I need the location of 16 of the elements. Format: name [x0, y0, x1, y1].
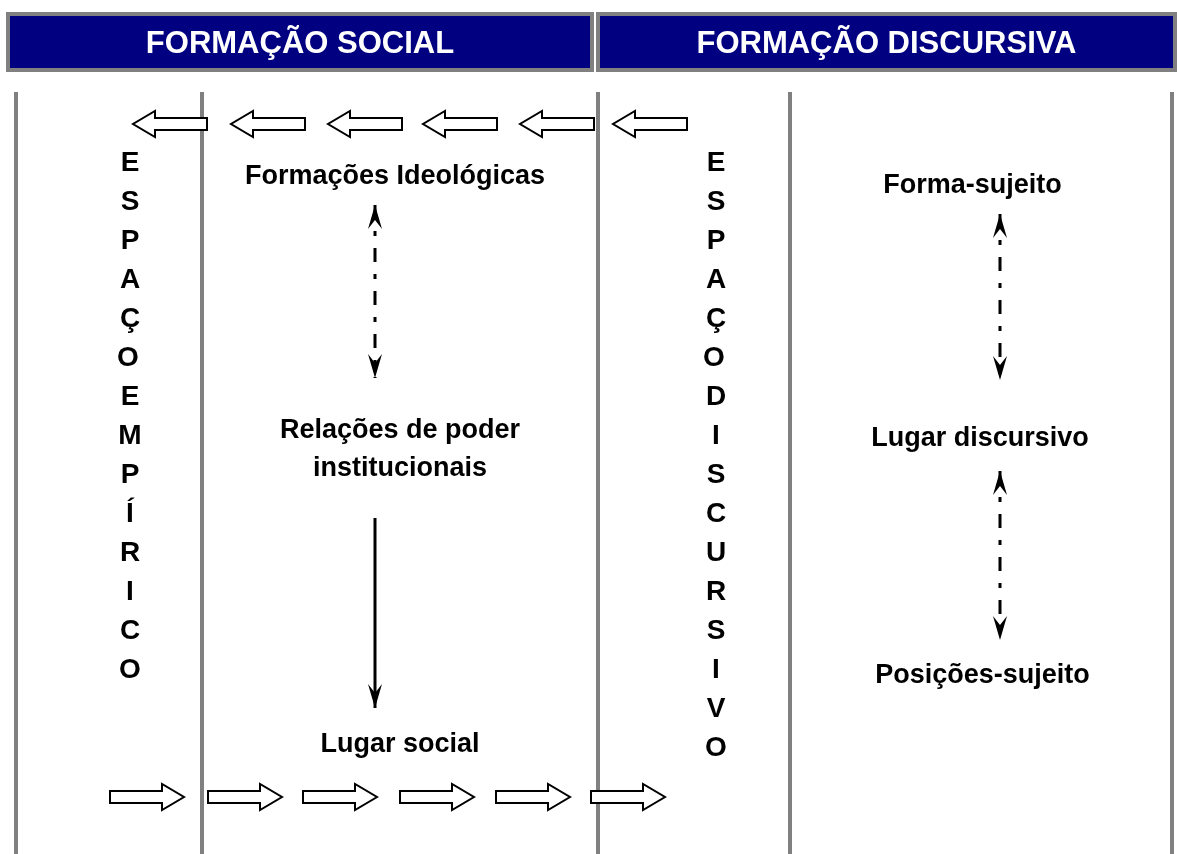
- header-band: [6, 12, 594, 72]
- concept-label: Lugar social: [320, 727, 480, 760]
- concept-label: Forma-sujeito: [883, 168, 1062, 201]
- double-arrow: [993, 214, 1007, 380]
- header-band: [596, 12, 1177, 72]
- concept-label: Relações de poder institucionais: [278, 413, 522, 484]
- concept-label: Lugar discursivo: [871, 421, 1089, 454]
- double-arrow: [368, 205, 382, 378]
- header-title: FORMAÇÃO DISCURSIVA: [696, 26, 1077, 58]
- arrow: [368, 518, 382, 708]
- vertical-label: ESPAÇO DISCURSIVO: [703, 145, 728, 764]
- concept-label: Posições-sujeito: [875, 658, 1090, 691]
- header-title: FORMAÇÃO SOCIAL: [145, 26, 455, 58]
- double-arrow: [993, 471, 1007, 640]
- concept-label: Formações Ideológicas: [244, 159, 546, 192]
- vertical-label: ESPAÇO EMPÍRICO: [117, 145, 143, 686]
